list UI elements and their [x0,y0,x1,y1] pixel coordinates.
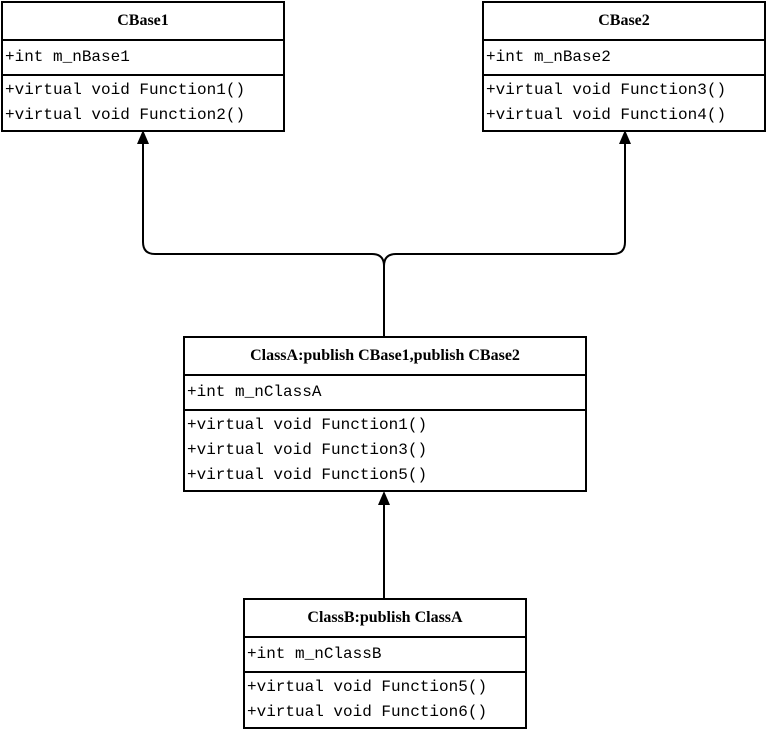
connector-classa-to-cbase1 [142,142,385,336]
class-name: ClassB:publish ClassA [245,600,525,638]
attributes-section: +int m_nBase1 [3,41,283,76]
class-name: CBase1 [3,3,283,41]
class-cbase1[interactable]: CBase1 +int m_nBase1 +virtual void Funct… [1,1,285,132]
attribute: +int m_nBase1 [5,48,130,66]
class-classb[interactable]: ClassB:publish ClassA +int m_nClassB +vi… [243,598,527,729]
method: +virtual void Function3() [187,441,428,459]
method: +virtual void Function1() [5,81,246,99]
attribute: +int m_nBase2 [486,48,611,66]
arrowhead-cbase2 [619,130,631,144]
arrowhead-cbase1 [137,130,149,144]
method: +virtual void Function5() [247,678,488,696]
method: +virtual void Function2() [5,106,246,124]
methods-section: +virtual void Function5() +virtual void … [245,673,525,727]
methods-section: +virtual void Function3() +virtual void … [484,76,764,130]
methods-section: +virtual void Function1() +virtual void … [185,411,585,490]
arrowhead-classa [378,491,390,505]
attributes-section: +int m_nBase2 [484,41,764,76]
connector-classa-to-cbase2 [383,142,626,267]
class-classa[interactable]: ClassA:publish CBase1,publish CBase2 +in… [183,336,587,492]
method: +virtual void Function1() [187,416,428,434]
attribute: +int m_nClassA [187,383,322,401]
attributes-section: +int m_nClassB [245,638,525,673]
method: +virtual void Function3() [486,81,727,99]
class-name: CBase2 [484,3,764,41]
method: +virtual void Function5() [187,466,428,484]
attributes-section: +int m_nClassA [185,376,585,411]
attribute: +int m_nClassB [247,645,382,663]
method: +virtual void Function4() [486,106,727,124]
class-cbase2[interactable]: CBase2 +int m_nBase2 +virtual void Funct… [482,1,766,132]
class-name: ClassA:publish CBase1,publish CBase2 [185,338,585,376]
methods-section: +virtual void Function1() +virtual void … [3,76,283,130]
method: +virtual void Function6() [247,703,488,721]
